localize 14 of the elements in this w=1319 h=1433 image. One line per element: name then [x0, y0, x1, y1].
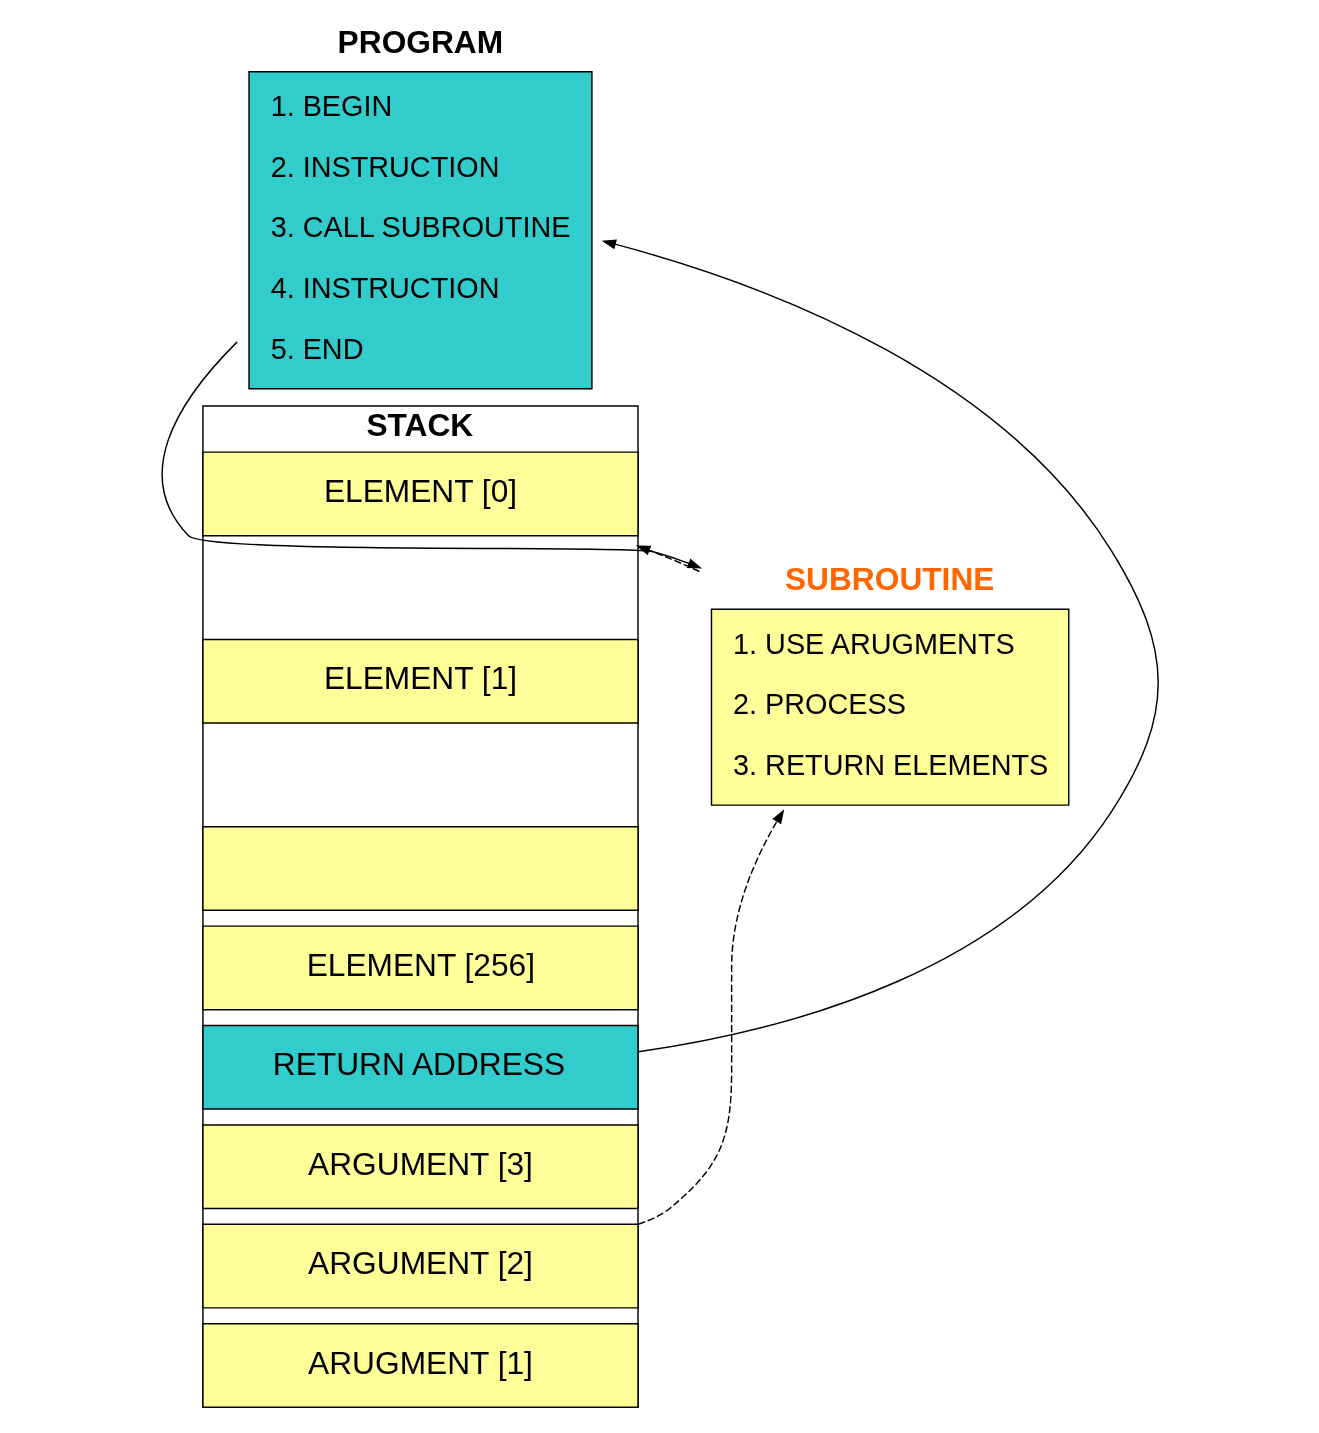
node-label: PROGRAM — [337, 23, 503, 60]
arrow — [601, 239, 1159, 1053]
arrow — [637, 809, 784, 1226]
node-box: ARGUMENT [3] — [201, 1124, 639, 1210]
node-box: ELEMENT [0] — [201, 451, 639, 537]
node-box: ARGUMENT [2] — [201, 1223, 639, 1309]
node-label: SUBROUTINE — [784, 560, 994, 597]
arrow — [635, 545, 700, 573]
node-box: RETURN ADDRESS — [201, 1024, 639, 1110]
node-box: ARUGMENT [1] — [201, 1323, 639, 1408]
node-box — [201, 826, 639, 911]
node-box: ELEMENT [1] — [201, 638, 639, 724]
arrow — [160, 341, 702, 569]
node-box: ELEMENT [256] — [201, 925, 639, 1011]
